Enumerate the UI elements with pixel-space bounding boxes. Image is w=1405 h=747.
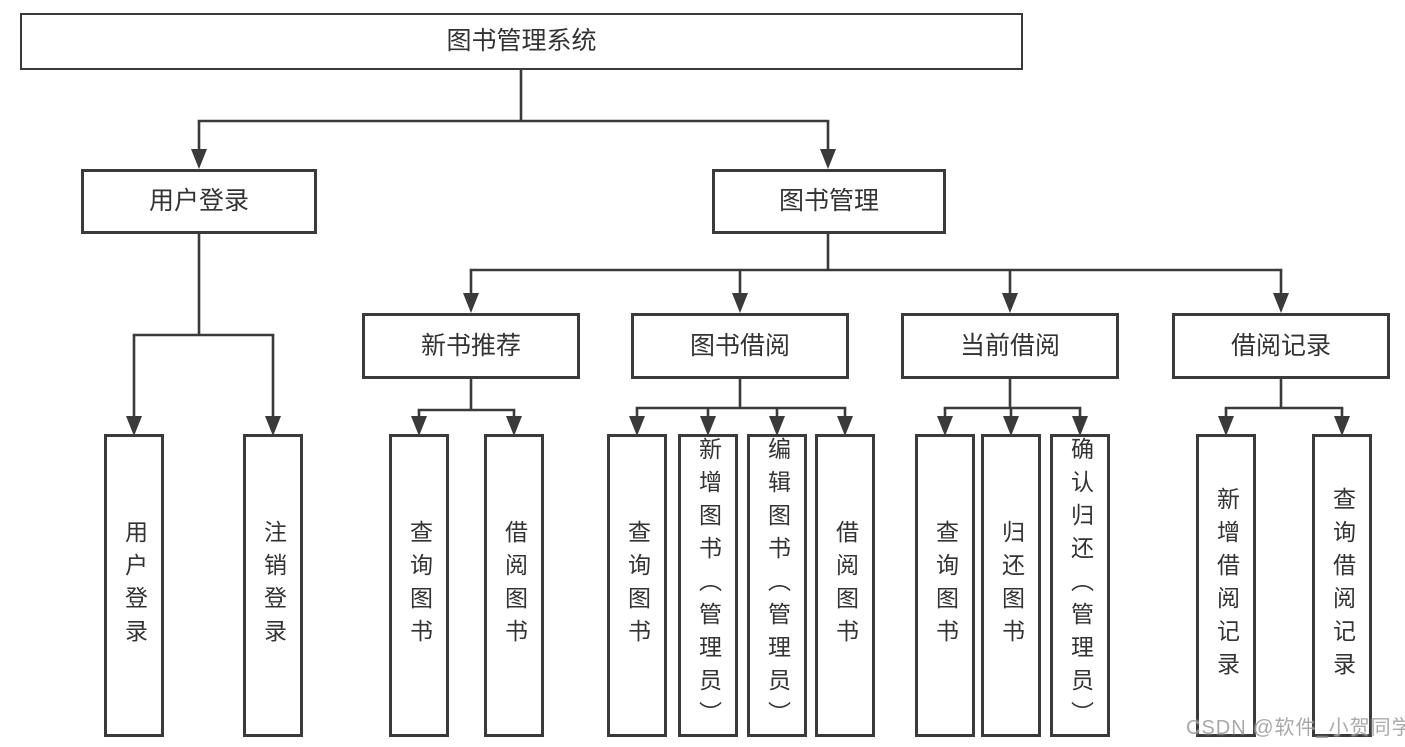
leaf-user-login: 用户登录 xyxy=(104,434,164,737)
node-new-book-recommendation: 新书推荐 xyxy=(362,313,580,379)
node-user-login: 用户登录 xyxy=(81,169,317,234)
node-borrowing-records: 借阅记录 xyxy=(1172,313,1390,379)
leaf-borrow-books: 借阅图书 xyxy=(815,434,875,737)
leaf-query-books-recommend: 查询图书 xyxy=(389,434,449,737)
node-book-borrowing: 图书借阅 xyxy=(631,313,849,379)
leaf-borrow-books-recommend: 借阅图书 xyxy=(484,434,544,737)
node-book-management: 图书管理 xyxy=(712,169,946,234)
leaf-query-books-borrow: 查询图书 xyxy=(607,434,667,737)
leaf-return-books: 归还图书 xyxy=(981,434,1041,737)
leaf-add-borrow-record: 新增借阅记录 xyxy=(1196,434,1256,737)
leaf-logout: 注销登录 xyxy=(243,434,303,737)
node-current-borrowing: 当前借阅 xyxy=(901,313,1119,379)
leaf-confirm-return-admin: 确认归还（管理员） xyxy=(1050,434,1110,737)
leaf-edit-book-admin: 编辑图书（管理员） xyxy=(747,434,807,737)
node-library-management-system: 图书管理系统 xyxy=(20,13,1023,70)
leaf-query-books-current: 查询图书 xyxy=(915,434,975,737)
leaf-query-borrow-record: 查询借阅记录 xyxy=(1312,434,1372,737)
csdn-watermark: CSDN @软件_小贺同学 xyxy=(1186,717,1405,739)
leaf-add-book-admin: 新增图书（管理员） xyxy=(678,434,738,737)
